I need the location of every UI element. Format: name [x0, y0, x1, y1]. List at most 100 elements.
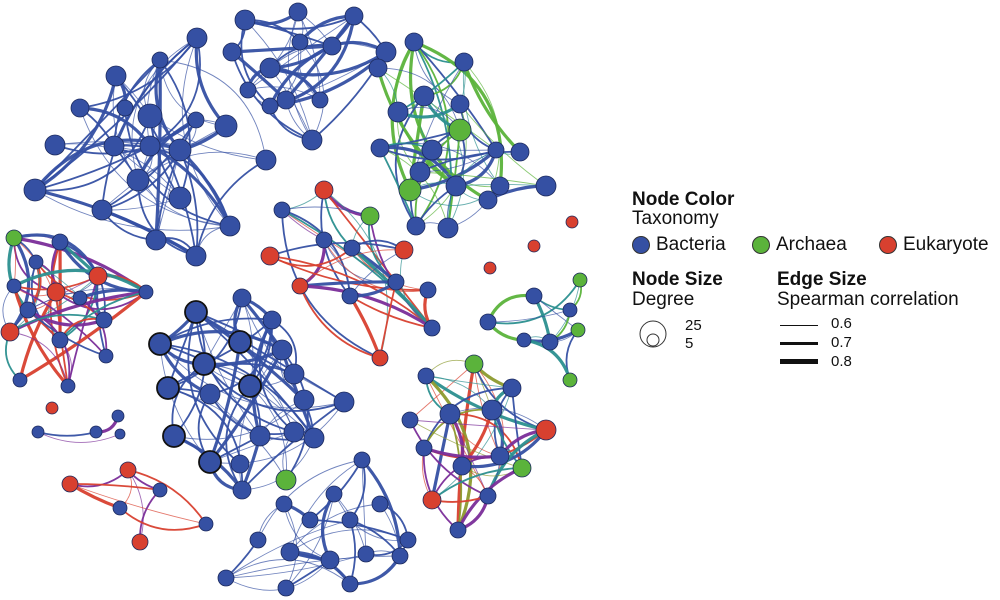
- archaea-node: [398, 178, 422, 202]
- network-edge: [289, 529, 409, 553]
- network-edge: [167, 297, 243, 389]
- bacteria-node: [232, 288, 252, 308]
- network-edge: [247, 42, 387, 91]
- bacteria-node: [148, 332, 172, 356]
- network-edge: [209, 393, 295, 436]
- bacteria-node: [262, 310, 282, 330]
- eukaryote-node: [422, 490, 442, 510]
- network-edge: [244, 19, 313, 141]
- network-edge: [299, 249, 405, 287]
- node-size-circles-icon: [639, 320, 667, 348]
- bacteria-node: [271, 339, 293, 361]
- network-edge: [167, 362, 295, 389]
- network-edge: [34, 115, 151, 192]
- bacteria-node: [114, 428, 126, 440]
- bacteria-node: [413, 85, 435, 107]
- bacteria-node: [421, 139, 443, 161]
- network-edge: [424, 374, 473, 531]
- bacteria-node: [357, 545, 375, 563]
- bacteria-node: [387, 101, 409, 123]
- bacteria-node: [112, 500, 128, 516]
- bacteria-node: [276, 90, 296, 110]
- bacteria-node: [261, 97, 279, 115]
- bacteria-node: [311, 91, 329, 109]
- bacteria-node: [280, 542, 300, 562]
- eukaryote-node: [61, 475, 79, 493]
- edge-size-thin-line: [780, 325, 818, 326]
- bacteria-node: [535, 175, 557, 197]
- network-edge: [360, 458, 402, 557]
- eukaryote-node: [260, 246, 280, 266]
- bacteria-node: [184, 300, 208, 324]
- network-edge: [195, 310, 306, 402]
- network-edge: [409, 419, 489, 497]
- network-edge: [284, 15, 356, 102]
- bacteria-node: [423, 319, 441, 337]
- bacteria-node: [255, 149, 277, 171]
- bacteria-node: [151, 51, 169, 69]
- archaea-node: [512, 458, 532, 478]
- bacteria-node: [60, 378, 76, 394]
- network-edge: [208, 349, 284, 463]
- bacteria-node: [375, 41, 397, 63]
- eukaryote-node: [535, 419, 557, 441]
- bacteria-node: [44, 134, 66, 156]
- network-edge: [159, 59, 267, 161]
- network-edge: [127, 469, 207, 525]
- bacteria-node: [301, 511, 319, 529]
- bacteria-node: [341, 511, 359, 529]
- bacteria-node: [111, 409, 125, 423]
- legend-node-size-title: Node Size: [632, 269, 723, 290]
- bacteria-node: [450, 94, 470, 114]
- archaea-node: [562, 372, 578, 388]
- bacteria-node: [341, 575, 359, 593]
- network-edge: [209, 401, 345, 464]
- network-edge: [289, 503, 381, 553]
- network-edge: [137, 179, 197, 257]
- network-edge: [8, 237, 31, 333]
- eukaryote-node: [45, 401, 59, 415]
- bacteria-node: [387, 273, 405, 291]
- bacteria-node: [454, 52, 474, 72]
- network-edge: [413, 40, 504, 187]
- bacteria-node: [51, 331, 69, 349]
- bacteria-node: [490, 446, 510, 466]
- bacteria-node: [168, 186, 192, 210]
- bacteria-node: [126, 168, 150, 192]
- network-edge: [149, 37, 201, 147]
- bacteria-node: [370, 138, 390, 158]
- bacteria-node: [23, 178, 47, 202]
- bacteria-node: [283, 363, 305, 385]
- network-edge: [349, 555, 402, 586]
- bacteria-node: [116, 99, 134, 117]
- network-edge: [79, 37, 198, 109]
- bacteria-node: [343, 239, 361, 257]
- network-edge: [159, 317, 273, 345]
- archaea-node: [448, 118, 472, 142]
- eukaryote-node: [0, 322, 20, 342]
- bacteria-node: [322, 36, 342, 56]
- network-edge: [241, 401, 345, 491]
- network-edge: [195, 159, 267, 257]
- bacteria-node: [415, 439, 433, 457]
- bacteria-node: [198, 516, 214, 532]
- bacteria-node: [452, 456, 472, 476]
- bacteria-node: [479, 313, 497, 331]
- bacteria-node: [162, 424, 186, 448]
- bacteria-node: [371, 495, 389, 513]
- bacteria-node: [502, 378, 522, 398]
- bacteria-node: [439, 403, 461, 425]
- legend-bacteria-label: Bacteria: [656, 234, 726, 255]
- bacteria-node: [293, 389, 315, 411]
- bacteria-node: [138, 284, 154, 300]
- network-edge: [349, 295, 433, 329]
- bacteria-node: [303, 427, 325, 449]
- network-edge: [225, 555, 401, 579]
- eukaryote-node: [483, 261, 497, 275]
- network-edge: [377, 67, 497, 151]
- edge-size-medium-line: [780, 342, 818, 345]
- network-edge: [9, 313, 105, 333]
- network-edge: [299, 285, 381, 359]
- eukaryote-node: [565, 215, 579, 229]
